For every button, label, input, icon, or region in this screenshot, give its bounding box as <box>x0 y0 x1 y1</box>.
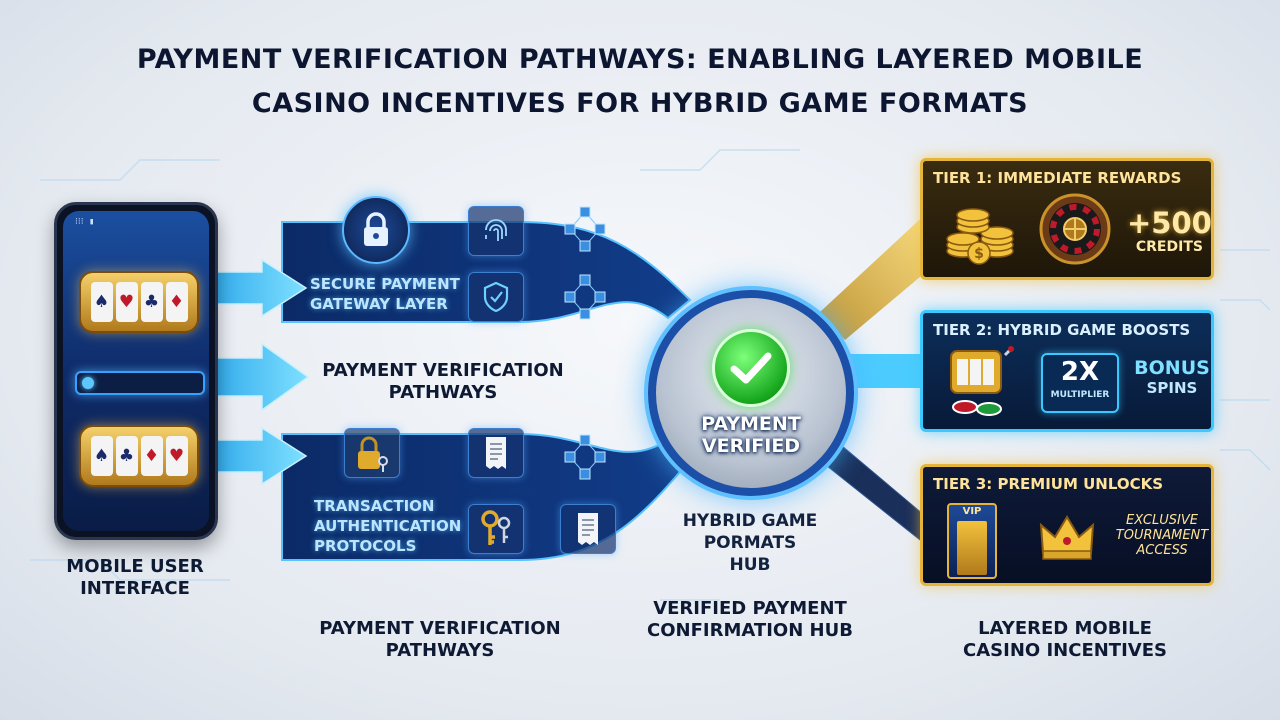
label-line: HYBRID GAME <box>682 511 818 531</box>
label-line: PROTOCOLS <box>314 537 417 555</box>
slot-machine-icon: ♠♣♦♥ <box>79 425 199 487</box>
payment-verified-hub: PAYMENT VERIFIED <box>648 290 854 496</box>
label-line: PAYMENT <box>701 413 801 435</box>
fingerprint-icon <box>468 206 524 256</box>
label-line: PATHWAYS <box>385 640 495 661</box>
label-line: SECURE PAYMENT <box>310 275 460 293</box>
label-line: ACCESS <box>1136 543 1188 558</box>
roulette-icon <box>1039 193 1111 265</box>
label-line: MOBILE USER <box>66 556 204 577</box>
mobile-user-interface-label: MOBILE USER INTERFACE <box>40 556 230 600</box>
label-line: INTERFACE <box>80 578 190 599</box>
tier-3-panel: TIER 3: PREMIUM UNLOCKS VIP EXCLUSIVE TO… <box>920 464 1214 586</box>
layered-mobile-casino-incentives-caption: LAYERED MOBILE CASINO INCENTIVES <box>920 618 1210 662</box>
label-line: TOURNAMENT <box>1115 528 1209 543</box>
label-line: HUB <box>729 555 771 575</box>
shield-icon <box>468 272 524 322</box>
multiplier-badge: 2X MULTIPLIER <box>1041 353 1119 413</box>
label-line: CASINO INCENTIVES <box>963 640 1167 661</box>
coins-icon: $ <box>946 208 1014 265</box>
label-line: PAYMENT VERIFICATION <box>319 618 561 639</box>
hub-status: PAYMENT VERIFIED <box>701 413 801 457</box>
verified-payment-confirmation-hub-caption: VERIFIED PAYMENT CONFIRMATION HUB <box>620 598 880 642</box>
tier-2-title: TIER 2: HYBRID GAME BOOSTS <box>933 321 1191 339</box>
cube-network-icon <box>564 206 606 252</box>
tier-3-title: TIER 3: PREMIUM UNLOCKS <box>933 475 1164 493</box>
payment-verification-pathways-caption: PAYMENT VERIFICATION PATHWAYS <box>290 618 590 662</box>
label-line: PAYMENT VERIFICATION <box>322 360 564 381</box>
title-line-2: CASINO INCENTIVES FOR HYBRID GAME FORMAT… <box>251 88 1029 119</box>
bonus-spins: BONUS SPINS <box>1129 357 1215 397</box>
label-line: VERIFIED <box>701 435 801 457</box>
vip-label: VIP <box>962 506 982 517</box>
receipt-icon <box>560 504 616 554</box>
credits-amount: +500 <box>1127 206 1212 240</box>
credits-reward: +500 CREDITS <box>1127 207 1212 255</box>
mobile-phone: ⁝⁝⁝ ▮ ♠♥♣♦ ♠♣♦♥ <box>54 202 218 540</box>
cube-network-icon <box>564 434 606 480</box>
keys-icon <box>468 504 524 554</box>
phone-screen: ⁝⁝⁝ ▮ ♠♥♣♦ ♠♣♦♥ <box>63 211 209 531</box>
phone-input-bar[interactable] <box>75 371 205 395</box>
transaction-authentication-label: TRANSACTION AUTHENTICATION PROTOCOLS <box>314 496 461 556</box>
label-line: VERIFIED PAYMENT <box>653 598 847 619</box>
slot-machine-icon <box>950 346 1014 416</box>
tier-1-title: TIER 1: IMMEDIATE REWARDS <box>933 169 1182 187</box>
label-line: PATHWAYS <box>388 382 498 403</box>
spins-label: SPINS <box>1146 379 1198 397</box>
secure-payment-gateway-label: SECURE PAYMENT GATEWAY LAYER <box>310 274 460 314</box>
receipt-icon <box>468 428 524 478</box>
label-line: EXCLUSIVE <box>1126 513 1198 528</box>
multiplier-label: MULTIPLIER <box>1050 390 1110 400</box>
bonus-label: BONUS <box>1134 357 1210 379</box>
vip-door-icon: VIP <box>947 503 997 579</box>
label-line: LAYERED MOBILE <box>978 618 1152 639</box>
label-line: CONFIRMATION HUB <box>647 620 853 641</box>
label-line: PORMATS <box>703 533 797 553</box>
credits-unit: CREDITS <box>1135 239 1203 255</box>
label-line: GATEWAY LAYER <box>310 295 448 313</box>
svg-text:$: $ <box>974 246 984 262</box>
multiplier-value: 2X <box>1060 357 1100 387</box>
padlock-key-icon <box>344 428 400 478</box>
exclusive-tournament-access: EXCLUSIVE TOURNAMENT ACCESS <box>1107 513 1217 558</box>
crown-icon <box>1039 515 1095 560</box>
payment-verification-pathways-label: PAYMENT VERIFICATION PATHWAYS <box>298 360 588 404</box>
slot-machine-icon: ♠♥♣♦ <box>79 271 199 333</box>
page-title: PAYMENT VERIFICATION PATHWAYS: ENABLING … <box>0 38 1280 126</box>
title-line-1: PAYMENT VERIFICATION PATHWAYS: ENABLING … <box>136 44 1144 75</box>
phone-status-bar: ⁝⁝⁝ ▮ <box>75 217 95 227</box>
tier-1-panel: TIER 1: IMMEDIATE REWARDS $ +500 CREDITS <box>920 158 1214 280</box>
tier-2-panel: TIER 2: HYBRID GAME BOOSTS 2X MULTIPLIER… <box>920 310 1214 432</box>
cube-network-icon <box>564 274 606 320</box>
lock-icon <box>342 196 410 264</box>
checkmark-icon <box>712 329 790 407</box>
label-line: AUTHENTICATION <box>314 517 462 535</box>
label-line: TRANSACTION <box>314 497 435 515</box>
hybrid-game-formats-hub-label: HYBRID GAME PORMATS HUB <box>660 510 840 576</box>
